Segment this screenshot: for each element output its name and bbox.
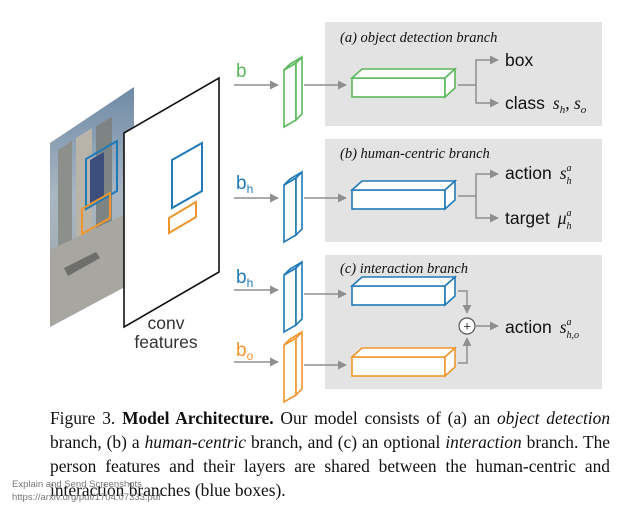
feature-roi-blue [171, 141, 203, 210]
caption-emph-human: human-centric [144, 432, 246, 452]
caption-text: Our model consists of (a) an [273, 408, 497, 428]
arrow-to-box [458, 55, 499, 86]
arrow-to-target [475, 196, 499, 223]
input-label-bh-1: bh [236, 173, 253, 196]
caption-text: branch. The person features and their la… [50, 432, 610, 500]
features-label: features [134, 332, 197, 352]
output-box: box [505, 50, 533, 70]
caption-figure-number: Figure 3. [50, 408, 116, 428]
roi-block-blue-2 [283, 260, 303, 334]
architecture-diagram: (a) object detection branch (b) human-ce… [50, 22, 602, 404]
arrow-blue-to-sum [458, 290, 472, 314]
input-label-b: b [236, 61, 247, 82]
sum-symbol: + [463, 319, 471, 334]
roi-block-green [283, 55, 303, 129]
input-image [50, 87, 134, 327]
caption-emph-detection: object detection [496, 408, 611, 428]
fc-box-orange [349, 346, 458, 378]
roi-block-blue-1 [283, 170, 303, 244]
fc-box-blue-1 [349, 179, 458, 211]
input-label-bh-2: bh [236, 267, 253, 290]
arrow-orange-to-sum [458, 337, 472, 364]
caption-heading: Model Architecture. [122, 408, 274, 428]
feature-roi-orange [168, 200, 197, 235]
roi-block-orange [283, 330, 303, 404]
conv-label: conv [148, 313, 185, 333]
fc-box-blue-2 [349, 275, 458, 307]
input-label-bo: bo [236, 340, 254, 363]
arrow-to-class [475, 85, 499, 108]
panel-title-interaction: (c) interaction branch [340, 261, 468, 277]
panel-title-human: (b) human-centric branch [340, 146, 490, 162]
panel-title-detection: (a) object detection branch [340, 30, 497, 46]
caption-text: branch, and (c) an optional [246, 432, 446, 452]
figure-caption: Figure 3. Model Architecture. Our model … [50, 406, 610, 502]
caption-emph-interaction: interaction [445, 432, 522, 452]
caption-text: branch, (b) a [50, 432, 145, 452]
arrow-to-action-h [458, 169, 499, 197]
fc-box-green [349, 67, 458, 99]
